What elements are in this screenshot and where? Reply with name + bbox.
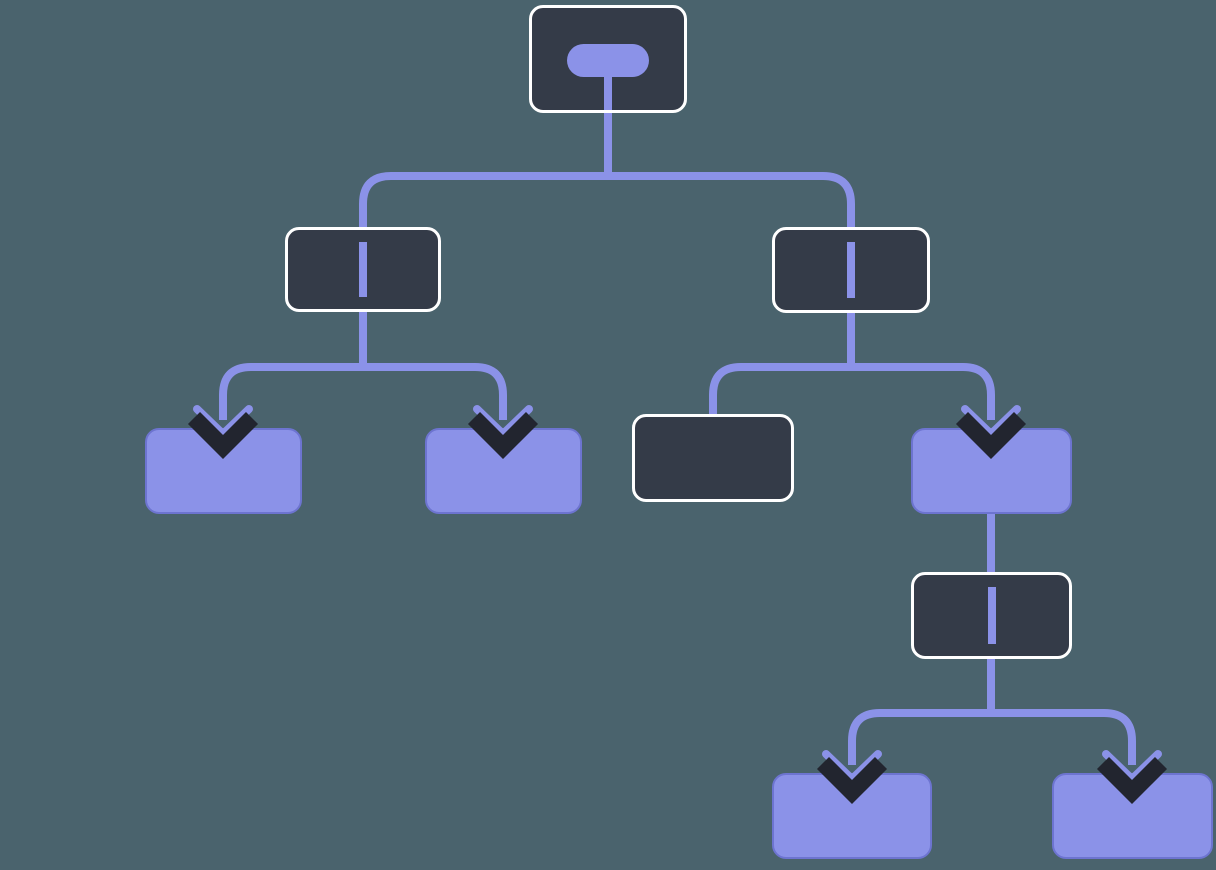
pass-through-line-icon	[847, 242, 855, 298]
node-leaf-bottom-1[interactable]	[772, 773, 932, 859]
node-leaf-left-1[interactable]	[145, 428, 302, 514]
node-branch-left[interactable]	[285, 227, 441, 312]
node-branch-lower[interactable]	[911, 572, 1072, 659]
node-leaf-bottom-2[interactable]	[1052, 773, 1213, 859]
node-root[interactable]	[529, 5, 687, 113]
pass-through-line-icon	[987, 587, 996, 644]
pass-through-line-icon	[359, 242, 367, 297]
root-pill-stem-icon	[604, 70, 612, 110]
node-leaf-left-2[interactable]	[425, 428, 582, 514]
node-branch-right[interactable]	[772, 227, 930, 313]
node-plain-dark[interactable]	[632, 414, 794, 502]
node-leaf-right[interactable]	[911, 428, 1072, 514]
